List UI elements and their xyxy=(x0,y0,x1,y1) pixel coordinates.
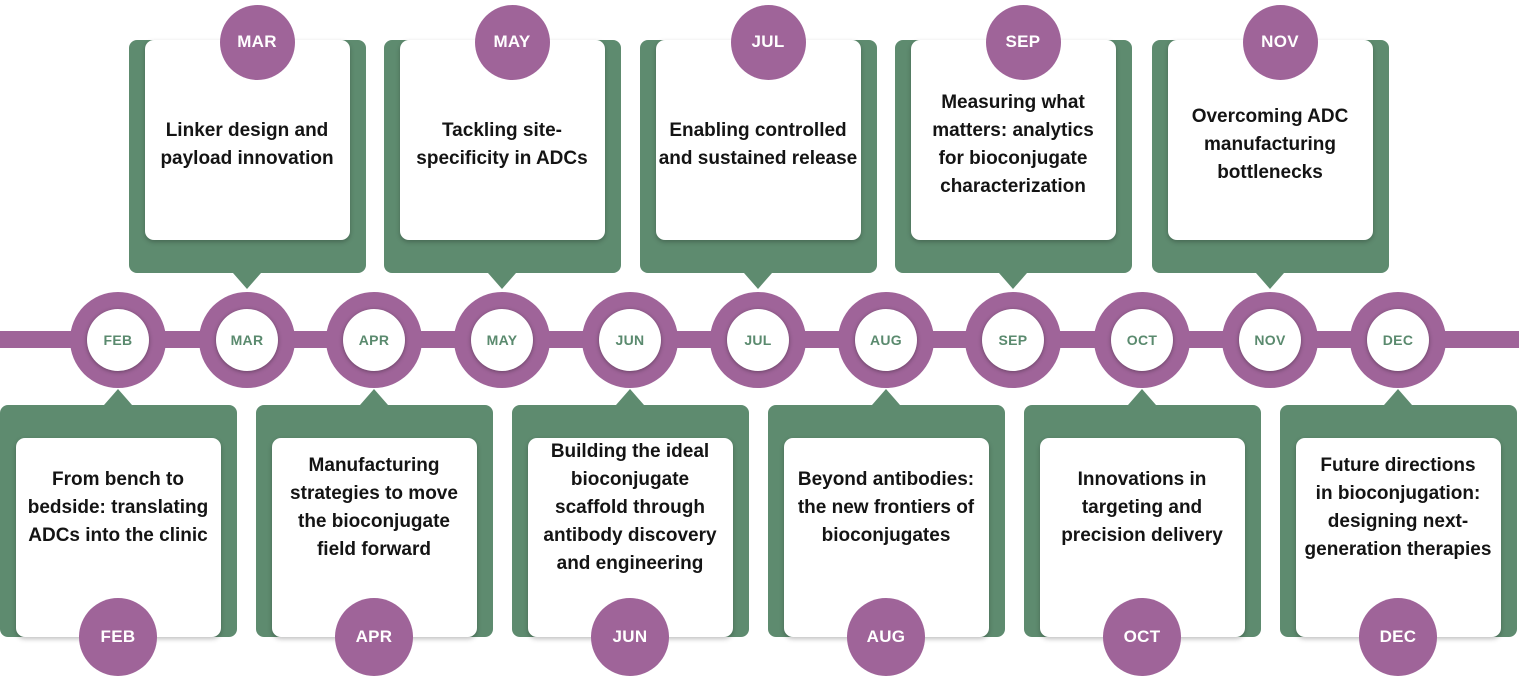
timeline-node-label-may: MAY xyxy=(471,309,533,371)
card-title-sep: Measuring what matters: analytics for bioc… xyxy=(903,89,1123,201)
month-badge-jun: JUN xyxy=(591,598,669,676)
card-title-line: the bioconjugate xyxy=(298,511,450,532)
card-title-line: Manufacturing xyxy=(308,455,440,476)
timeline-node-label-aug: AUG xyxy=(855,309,917,371)
timeline-node-label-mar: MAR xyxy=(216,309,278,371)
card-title-line: Innovations in xyxy=(1077,469,1207,490)
card-title-line: Beyond antibodies: xyxy=(797,469,975,490)
card-title-line: Overcoming ADC xyxy=(1191,106,1349,127)
card-title-line: bioconjugates xyxy=(821,525,951,546)
card-title-jul: Enabling controlled and sustained release xyxy=(648,117,868,173)
card-title-line: in bioconjugation: xyxy=(1315,483,1481,504)
timeline-node-label-apr: APR xyxy=(343,309,405,371)
card-title-line: field forward xyxy=(316,539,431,560)
card-title-line: manufacturing xyxy=(1204,134,1336,155)
card-title-jun: Building the ideal bioconjugate scaffold t… xyxy=(520,438,740,578)
card-title-mar: Linker design and payload innovation xyxy=(137,117,357,173)
pointer-aug xyxy=(872,389,900,405)
card-title-line: and sustained release xyxy=(658,148,858,169)
card-title-line: matters: analytics xyxy=(932,120,1094,141)
card-title-line: bedside: translating xyxy=(27,497,209,518)
card-title-line: From bench to xyxy=(52,469,184,490)
card-title-oct: Innovations in targeting and precision del… xyxy=(1032,466,1252,550)
pointer-jun xyxy=(616,389,644,405)
card-title-line: generation therapies xyxy=(1304,539,1492,560)
card-title-line: Linker design and xyxy=(165,120,329,141)
card-title-line: strategies to move xyxy=(290,483,458,504)
month-badge-nov: NOV xyxy=(1242,4,1318,80)
timeline-node-label-jul: JUL xyxy=(727,309,789,371)
timeline-node-label-jun: JUN xyxy=(599,309,661,371)
pointer-sep xyxy=(999,273,1027,289)
pointer-apr xyxy=(360,389,388,405)
month-badge-feb: FEB xyxy=(79,598,157,676)
card-title-line: designing next- xyxy=(1327,511,1469,532)
timeline-node-label-oct: OCT xyxy=(1111,309,1173,371)
timeline-node-label-sep: SEP xyxy=(982,309,1044,371)
month-badge-dec: DEC xyxy=(1359,598,1437,676)
card-title-line: Building the ideal xyxy=(550,441,710,462)
timeline-node-label-nov: NOV xyxy=(1239,309,1301,371)
card-title-line: targeting and xyxy=(1081,497,1203,518)
card-title-line: the new frontiers of xyxy=(797,497,975,518)
card-title-apr: Manufacturing strategies to move the bioco… xyxy=(264,452,484,564)
month-badge-jul: JUL xyxy=(730,4,806,80)
card-title-line: precision delivery xyxy=(1061,525,1223,546)
card-title-line: Enabling controlled xyxy=(669,120,847,141)
card-title-aug: Beyond antibodies: the new frontiers of bi… xyxy=(776,466,996,550)
card-title-line: bioconjugate xyxy=(570,469,690,490)
card-title-line: specificity in ADCs xyxy=(416,148,588,169)
card-title-dec: Future directions in bioconjugation: desig… xyxy=(1288,452,1508,564)
card-title-line: for bioconjugate xyxy=(938,148,1088,169)
pointer-nov xyxy=(1256,273,1284,289)
month-badge-apr: APR xyxy=(335,598,413,676)
month-badge-oct: OCT xyxy=(1103,598,1181,676)
month-badge-mar: MAR xyxy=(219,4,295,80)
pointer-jul xyxy=(744,273,772,289)
card-title-nov: Overcoming ADC manufacturing bottlenecks xyxy=(1160,103,1380,187)
pointer-dec xyxy=(1384,389,1412,405)
pointer-feb xyxy=(104,389,132,405)
timeline-node-label-dec: DEC xyxy=(1367,309,1429,371)
card-title-line: antibody discovery xyxy=(543,525,717,546)
card-title-line: Measuring what xyxy=(941,92,1085,113)
card-title-line: Future directions xyxy=(1320,455,1476,476)
month-badge-may: MAY xyxy=(474,4,550,80)
pointer-mar xyxy=(233,273,261,289)
pointer-may xyxy=(488,273,516,289)
card-title-line: characterization xyxy=(940,176,1086,197)
card-title-line: bottlenecks xyxy=(1217,162,1323,183)
month-badge-sep: SEP xyxy=(985,4,1061,80)
card-title-line: ADCs into the clinic xyxy=(28,525,208,546)
card-title-line: scaffold through xyxy=(555,497,705,518)
pointer-oct xyxy=(1128,389,1156,405)
card-title-may: Tackling site-specificity in ADCs xyxy=(392,117,612,173)
card-title-line: Tackling site- xyxy=(441,120,562,141)
timeline-node-label-feb: FEB xyxy=(87,309,149,371)
month-badge-aug: AUG xyxy=(847,598,925,676)
card-title-line: payload innovation xyxy=(160,148,334,169)
card-title-line: and engineering xyxy=(556,553,704,574)
